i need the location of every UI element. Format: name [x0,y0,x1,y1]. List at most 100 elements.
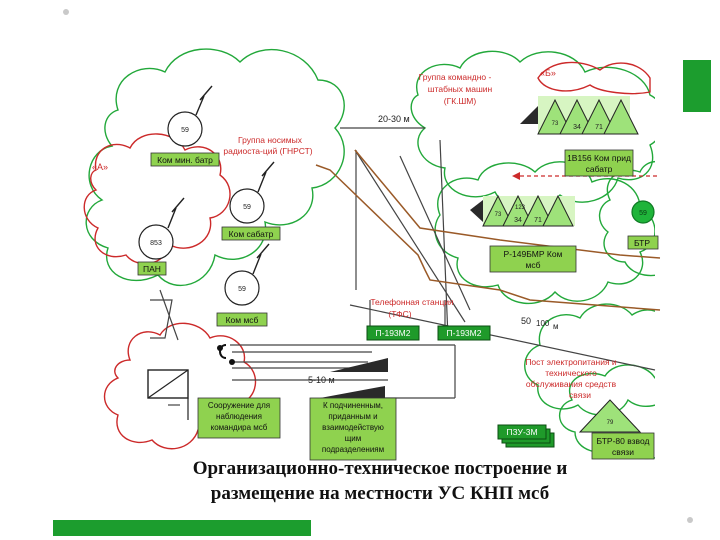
btr-marker [631,200,655,224]
station-number: 853 [150,240,162,247]
vehicle-number: 73 [552,121,559,127]
distance-bottom: 5-10 м [308,375,335,385]
vehicle-triangle [603,98,639,135]
pzu-box [497,424,547,440]
label-observation-1: Сооружение для [208,401,270,410]
terminal-dot [229,359,235,365]
label-pan: ПАН [143,264,161,274]
label-box [216,312,268,327]
label-1v156-line1: 1В156 Ком прид [567,153,631,163]
station-number: 59 [181,127,189,134]
label-box [489,245,577,273]
label-subordinates-4: щим [345,434,362,443]
link-line [439,139,449,339]
accent-bar-bottom [53,520,311,536]
label-observation-3: командира мсб [211,423,268,432]
station-number: 59 [243,204,251,211]
label-box [309,397,397,461]
label-kom-msb: Ком мсб [226,315,259,325]
distance-top: 20-30 м [378,114,410,124]
label-box [137,261,167,276]
cloud-kshm [410,50,655,210]
observation-structure-icon [147,369,189,399]
antenna-icon [167,197,185,229]
label-box [591,432,655,460]
group-gnrst-1: Группа носимых [238,135,303,145]
distance-mid-b: 100 [536,319,550,328]
brown-cable [315,164,661,311]
brown-cable [354,149,661,259]
vehicle-triangle [559,98,595,135]
label-r149-line1: Р-149БМР Ком [504,249,563,259]
label-subordinates-3: взаимодействую [322,423,384,432]
group-gnrst-2: радиоста-ций (ГНРСТ) [223,146,312,156]
vehicle-wedge [520,104,540,124]
vehicle-number: 73 [495,212,502,218]
label-p193-1: П-193М2 [376,328,411,338]
link-line [159,289,179,341]
label-observation-2: наблюдения [216,412,262,421]
vehicle-triangle [542,194,574,227]
label-1v156-line2: сабатр [586,164,613,174]
slide-title-line1: Организационно-техническое построение и [192,458,568,479]
label-box [221,226,281,241]
antenna-icon [257,161,275,193]
phone-station-2: (ТФС) [388,309,411,319]
vehicle-triangle [537,98,573,135]
vehicle-triangle [581,98,617,135]
cloud-left-red [83,133,231,265]
radio-station-circle [138,224,174,260]
trench-line [150,299,173,339]
label-box [197,397,281,439]
distance-mid-a: 50 [521,316,531,326]
radio-station-circle [167,111,203,147]
distance-mid-unit: м [553,322,559,331]
phone-station-1: Телефонная станция [370,297,454,307]
btr-number: 59 [639,210,647,217]
label-btr80-line1: БТР-80 взвод [597,436,650,446]
zone-b-label: «Б» [540,68,556,78]
group-kshm-3: (ГК.ШМ) [444,96,477,106]
p193-box [366,325,420,341]
label-subordinates-5: подразделениям [322,445,384,454]
label-r149-line2: мсб [526,260,541,270]
power-post-2: технического [545,368,597,378]
cloud-r149 [434,161,655,305]
vehicle-triangle [482,194,514,227]
wedge-marker [320,386,385,398]
group-kshm-2: штабных машин [428,84,493,94]
label-box [564,149,634,177]
label-subordinates-2: приданным и [328,412,377,421]
vehicle-number: 71 [595,124,603,131]
label-box [150,152,220,167]
antenna-icon [195,85,213,116]
power-post-4: связи [569,390,591,400]
label-kom-sabatr: Ком сабатр [229,229,274,239]
antenna-icon [252,243,270,275]
label-p193-2: П-193М2 [447,328,482,338]
label-subordinates-1: К подчиненным, [323,401,383,410]
dim-line-mid [349,304,656,371]
label-pzu: ПЗУ-3М [506,427,537,437]
vehicle-number: 71 [534,217,542,224]
slide-title: Организационно-техническое построение и … [120,456,640,506]
cloud-power [524,303,655,416]
power-post-3: обслуживания средств [526,379,617,389]
vehicle-triangle [578,399,642,433]
station-number: 59 [238,286,246,293]
label-box [627,235,659,250]
vehicle-number: 79 [607,420,614,426]
vehicle-number: 34 [514,217,522,224]
p193-box [437,325,491,341]
zone-a-label: «А» [92,162,108,172]
cloud-zone-a [85,48,345,286]
decor-dot [63,9,69,15]
wedge-marker [330,358,388,372]
vehicle-triangle [522,194,554,227]
arrow-head [512,172,520,180]
vehicle-number: 34 [573,124,581,131]
power-post-1: Пост электропитания и [525,357,617,367]
group-kshm-1: Группа командно - [419,72,492,82]
accent-bar-right [683,60,711,112]
